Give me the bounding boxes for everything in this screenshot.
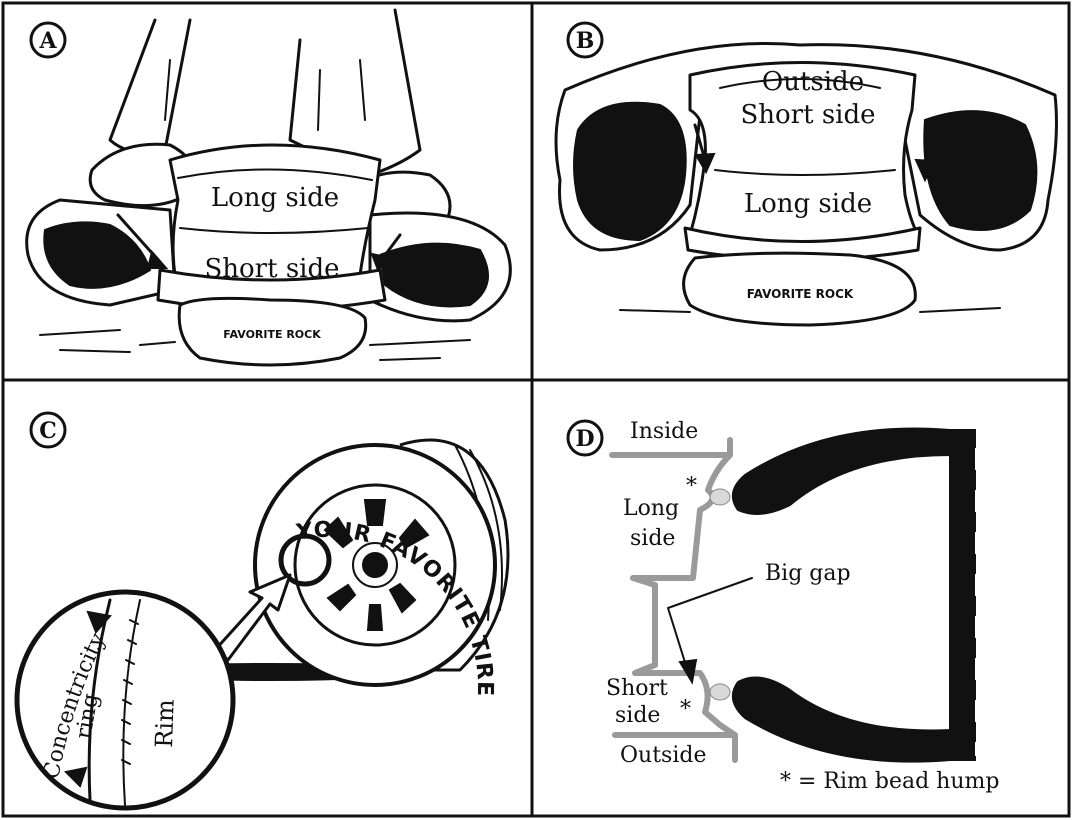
- bead-bottom: [710, 684, 730, 700]
- panel-letter: A: [38, 28, 57, 54]
- panel-letter: C: [39, 418, 57, 444]
- rock-illustration: FAVORITE ROCK: [620, 253, 1000, 325]
- tread-blocks: [975, 448, 985, 756]
- short-side-label: Short side: [204, 254, 339, 284]
- panel-letter: B: [576, 28, 595, 54]
- bead-top: [710, 489, 730, 505]
- panel-d-badge: D: [568, 421, 602, 455]
- zoom-callout: Concentricity ring Rim: [17, 575, 290, 808]
- panel-a: A Long side: [27, 10, 511, 365]
- rock-label: FAVORITE ROCK: [223, 328, 321, 341]
- short-side-line2: side: [615, 703, 660, 728]
- panel-c-badge: C: [31, 413, 65, 447]
- outside-label: Outside: [762, 67, 864, 97]
- long-side-label: Long side: [744, 189, 872, 219]
- footnote-label: * = Rim bead hump: [780, 769, 999, 794]
- rock-label: FAVORITE ROCK: [747, 287, 854, 301]
- long-side-line2: side: [630, 526, 675, 551]
- panel-b: B Outside Short side Long side FAVORITE …: [556, 23, 1056, 325]
- rim-illustration: Outside Short side Long side: [685, 63, 934, 261]
- outside-label: Outside: [620, 743, 706, 768]
- short-side-label: Short side: [740, 100, 875, 130]
- inside-label: Inside: [630, 419, 698, 444]
- long-side-label: Long side: [211, 183, 339, 213]
- panel-d: D Inside * Long side: [568, 419, 999, 794]
- panel-b-badge: B: [568, 23, 602, 57]
- rim-label: Rim: [150, 699, 180, 749]
- big-gap-label: Big gap: [765, 561, 851, 586]
- panel-letter: D: [575, 426, 594, 452]
- panel-c: C YOUR FAVORITE TIRE: [17, 413, 508, 808]
- big-gap-pointer: [668, 578, 752, 682]
- panel-a-badge: A: [31, 23, 65, 57]
- tire-cross-section: [710, 428, 985, 761]
- asterisk-bottom: *: [680, 697, 691, 722]
- short-side-line1: Short: [606, 676, 668, 701]
- asterisk-top: *: [686, 474, 697, 499]
- long-side-line1: Long: [623, 496, 679, 521]
